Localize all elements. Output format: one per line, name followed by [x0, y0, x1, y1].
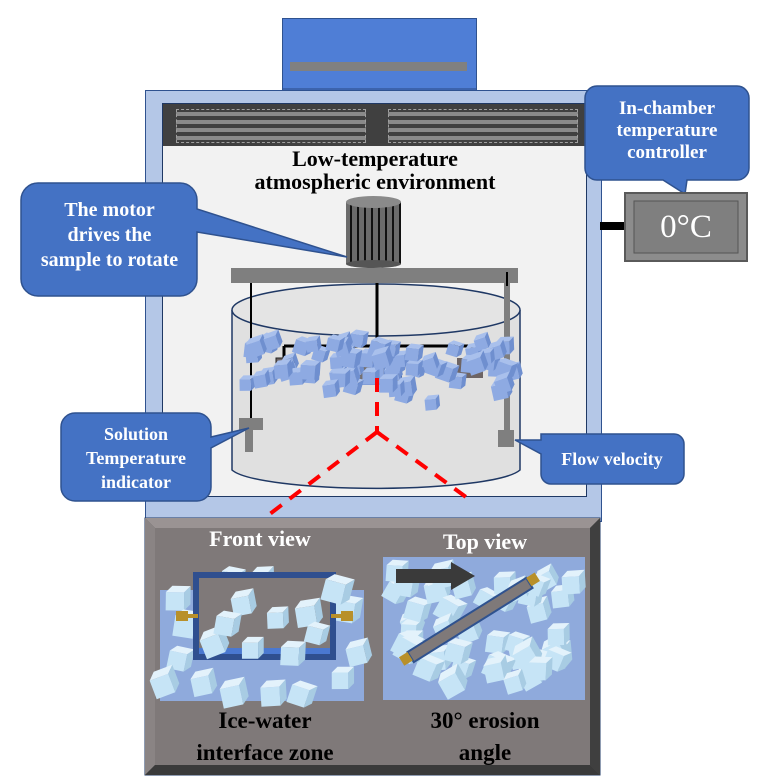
ice-cube: [445, 340, 465, 358]
chamber-title: Low-temperature atmospheric environment: [210, 147, 540, 193]
ice-cube: [149, 664, 180, 700]
callout-motor: The motor drives the sample to rotate: [22, 198, 197, 273]
ice-cube: [219, 676, 249, 709]
top-caption-line2: angle: [458, 740, 512, 765]
ice-cube: [443, 637, 473, 665]
ice-cube: [266, 606, 289, 629]
callout-solution-line1: Solution: [103, 424, 169, 444]
motor: [346, 196, 401, 268]
ice-cube: [305, 335, 322, 353]
callout-solution-temp-shape: [60, 412, 250, 502]
callout-motor-line1: The motor: [64, 199, 155, 221]
ice-cube: [311, 345, 331, 363]
ice-cube: [348, 329, 369, 348]
ice-cube: [331, 666, 355, 690]
ice-cube: [404, 343, 424, 362]
temp-probe-stem: [245, 418, 253, 452]
ice-cube: [303, 621, 331, 646]
ice-cube: [402, 596, 433, 623]
projection-left: [260, 430, 379, 522]
ice-cube: [230, 588, 257, 617]
tank-ice-cubes: [239, 329, 523, 411]
ice-cube: [294, 597, 324, 629]
ice-cube: [246, 334, 268, 359]
chamber-title-line1: Low-temperature: [292, 146, 458, 171]
controller-readout: 0°C: [660, 209, 712, 245]
ice-cube: [405, 359, 423, 377]
callout-controller-line3: controller: [627, 142, 707, 163]
callout-controller-line2: temperature: [616, 120, 718, 141]
ice-cube: [280, 640, 306, 666]
top-caption-line1: 30° erosion: [430, 708, 540, 733]
front-caption-line1: Ice-water: [218, 708, 312, 733]
ice-cube: [213, 610, 242, 637]
ice-cube: [165, 585, 191, 611]
ice-cube: [260, 679, 287, 707]
callout-solution-temp: Solution Temperature indicator: [61, 422, 211, 494]
controller-cable: [600, 222, 626, 230]
ice-cube: [438, 663, 468, 700]
ice-cube: [424, 394, 441, 411]
ice-cube: [325, 334, 346, 353]
ice-cube: [547, 623, 570, 646]
ice-cube: [252, 369, 271, 389]
support-crossbar: [231, 268, 518, 283]
ice-cube: [493, 371, 515, 395]
ice-cube: [473, 331, 492, 352]
top-view-title: Top view: [442, 529, 528, 554]
cooling-vent: [163, 104, 585, 146]
ice-cube: [412, 653, 446, 682]
vent-left: [176, 109, 366, 143]
projection-right: [375, 430, 472, 502]
ice-cube: [239, 375, 256, 391]
callout-solution-line3: indicator: [101, 472, 171, 492]
callout-controller-shape: [584, 85, 750, 196]
top-view-image: [381, 557, 586, 700]
ice-cube: [421, 351, 440, 373]
flow-sensor-head: [498, 430, 514, 447]
ice-cube: [190, 667, 218, 698]
front-view-caption: Ice-water interface zone: [155, 705, 375, 769]
callout-flow-shape: [514, 433, 685, 485]
front-caption-line2: interface zone: [196, 740, 334, 765]
ice-cube: [379, 374, 398, 393]
lid-handle: [290, 62, 467, 71]
projection-lines: [260, 378, 472, 522]
ice-cube: [299, 359, 321, 381]
flow-direction-arrow: [396, 562, 475, 590]
ice-cube: [528, 656, 553, 681]
ice-cube: [322, 379, 341, 399]
callout-solution-line2: Temperature: [86, 448, 186, 468]
callout-motor-shape: [20, 182, 348, 297]
top-view-caption: 30° erosion angle: [385, 705, 585, 769]
ice-cube: [320, 574, 355, 605]
temperature-controller: [624, 192, 748, 262]
callout-flow-line1: Flow velocity: [561, 449, 663, 469]
callout-motor-line2: drives the: [67, 224, 152, 246]
ice-cube: [371, 345, 394, 371]
ice-cube: [273, 359, 293, 380]
chamber-title-line2: atmospheric environment: [254, 169, 496, 194]
ice-cube: [345, 637, 373, 668]
callout-flow: Flow velocity: [540, 448, 684, 470]
ice-cube: [466, 350, 489, 376]
front-view-image: [149, 566, 373, 709]
callout-controller: In-chamber temperature controller: [587, 98, 747, 164]
callout-controller-line1: In-chamber: [618, 98, 716, 119]
ice-cube: [503, 668, 527, 695]
ice-cube: [263, 329, 283, 352]
chamber-lid: [282, 18, 477, 91]
vent-right: [388, 109, 578, 143]
front-view-title: Front view: [209, 526, 311, 551]
ice-cube: [286, 680, 318, 708]
callout-motor-line3: sample to rotate: [40, 249, 179, 271]
ice-cube: [241, 636, 264, 659]
ice-cube: [561, 569, 586, 595]
